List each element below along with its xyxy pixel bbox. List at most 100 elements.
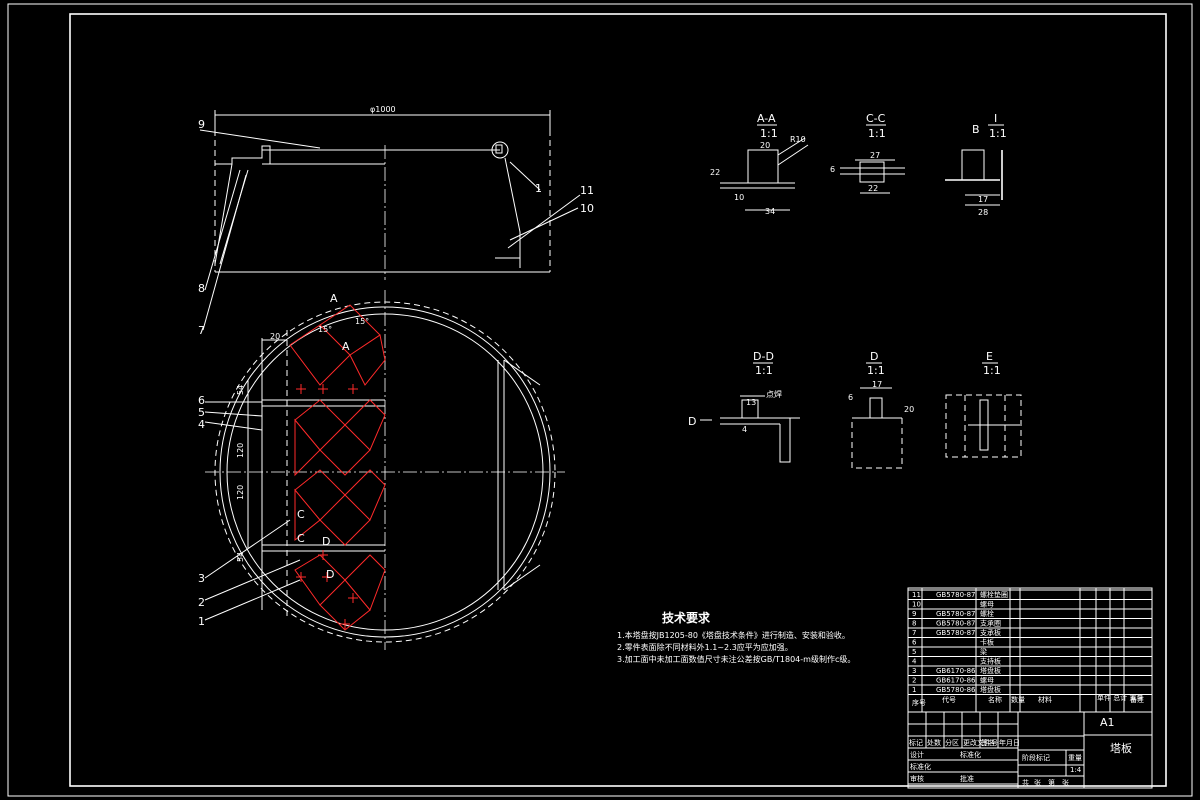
header-material: 材料 — [1038, 695, 1052, 704]
sign-label: 批准 — [960, 774, 974, 783]
section-view-d: D 1:1 17 20 6 — [848, 350, 914, 469]
angle-15-right: 15° — [355, 317, 369, 326]
part-row-no: 4 — [912, 658, 917, 666]
section-mark-a-bottom: A — [342, 340, 350, 353]
dim-20: 20 — [270, 332, 280, 341]
part-row-name: 支承圈 — [980, 619, 1001, 628]
technical-requirements: 技术要求 1.本塔盘按JB1205-80《塔盘技术条件》进行制造、安装和验收。 … — [617, 610, 855, 664]
aa-dim-10: 10 — [734, 193, 744, 202]
part-row-no: 2 — [912, 677, 916, 685]
dim-120-b: 120 — [236, 485, 245, 500]
part-label-1-top: 1 — [535, 182, 542, 195]
dd-dim-13: 13 — [746, 398, 756, 407]
part-row-no: 9 — [912, 610, 916, 618]
drawing-scale: 1:4 — [1070, 766, 1082, 774]
sign-label: 分区 — [945, 738, 959, 747]
stage-label-sheets: 张 — [1034, 778, 1041, 787]
aa-dim-r10: R10 — [790, 135, 806, 144]
elevation-view: φ1000 9 8 7 1 11 10 — [198, 105, 594, 337]
sign-label: 年月日 — [999, 738, 1020, 747]
view-aa-scale: 1:1 — [760, 127, 778, 140]
dim-120-a: 120 — [236, 443, 245, 458]
sheet-outer-border — [7, 3, 1193, 797]
view-dd-title: D-D — [753, 350, 774, 363]
sign-label: 审核 — [910, 774, 924, 783]
part-row-code: GB5780-87 — [936, 629, 975, 637]
part-row-name: 塔盘板 — [980, 685, 1001, 694]
stage-label-no: 第 — [1048, 778, 1055, 787]
part-row-no: 10 — [912, 601, 921, 609]
dim-54-top: 54 — [236, 385, 245, 395]
part-row-no: 5 — [912, 648, 916, 656]
detail-view-b: B I 1:1 17 28 — [945, 112, 1007, 217]
stage-label-sheet: 张 — [1062, 778, 1069, 787]
view-b-scale: 1:1 — [989, 127, 1007, 140]
part-row-no: 11 — [912, 591, 921, 599]
part-row-name: 螺母 — [980, 676, 994, 685]
dim-diameter: φ1000 — [370, 105, 396, 114]
view-b-title: B — [972, 123, 980, 136]
section-mark-a-top: A — [330, 292, 338, 305]
drawing-name: 塔板 — [1110, 741, 1132, 755]
sheet-format: A1 — [1100, 716, 1115, 729]
part-row: 6 卡板 — [912, 638, 994, 647]
part-label-5: 5 — [198, 406, 205, 419]
part-row-no: 6 — [912, 639, 917, 647]
cc-dim-22: 22 — [868, 184, 878, 193]
d-dim-6: 6 — [848, 393, 853, 402]
section-mark-c-bottom: C — [297, 532, 305, 545]
part-row-code: GB5780-87 — [936, 610, 975, 618]
part-label-3: 3 — [198, 572, 205, 585]
part-label-6: 6 — [198, 394, 205, 407]
stage-label-total: 共 — [1022, 778, 1029, 787]
part-row-code: GB5780-87 — [936, 620, 975, 628]
section-mark-c-top: C — [297, 508, 305, 521]
part-row-name: 梁 — [980, 647, 987, 656]
d-dim-20: 20 — [904, 405, 914, 414]
header-qty: 数量 — [1011, 695, 1025, 704]
view-e-title: E — [986, 350, 993, 363]
part-row: 11 GB5780-87 螺栓垫圈 — [912, 590, 1008, 599]
view-dd-marker: D — [688, 415, 696, 428]
sign-label: 设计 — [910, 750, 924, 759]
sign-label: 处数 — [927, 738, 941, 747]
weld-note: 点焊 — [766, 389, 782, 399]
signature-grid: 标记处数分区更改文件号签名年月日设计标准化审核标准化批准 — [908, 712, 1020, 785]
view-e-scale: 1:1 — [983, 364, 1001, 377]
part-row-no: 1 — [912, 686, 916, 694]
view-d-scale: 1:1 — [867, 364, 885, 377]
stage-label-weight: 重量 — [1068, 754, 1082, 762]
part-row-name: 卡板 — [980, 638, 994, 647]
sign-label: 标记 — [909, 738, 923, 747]
part-label-4: 4 — [198, 418, 205, 431]
header-weight: 单件 总计 重量 — [1097, 693, 1143, 702]
header-no: 序号 — [912, 698, 926, 707]
view-dd-scale: 1:1 — [755, 364, 773, 377]
part-label-11: 11 — [580, 184, 594, 197]
plan-view: 20 54 120 120 54 15° 15° A A C C D D 6 5… — [198, 290, 565, 650]
cc-dim-27: 27 — [870, 151, 880, 160]
tech-req-line-1: 1.本塔盘按JB1205-80《塔盘技术条件》进行制造、安装和验收。 — [617, 630, 850, 640]
aa-dim-22: 22 — [710, 168, 720, 177]
part-label-7: 7 — [198, 324, 205, 337]
sign-label: 标准化 — [960, 750, 981, 759]
view-cc-title: C-C — [866, 112, 886, 125]
part-row-no: 7 — [912, 629, 916, 637]
part-row-name: 支持板 — [980, 657, 1001, 666]
part-row-name: 螺栓垫圈 — [980, 590, 1008, 599]
section-mark-d-top: D — [322, 535, 330, 548]
part-row-code: GB5780-87 — [936, 591, 975, 599]
title-block-row-lines — [908, 589, 1152, 695]
section-view-dd: D-D 1:1 D 13 4 点焊 — [688, 350, 800, 463]
part-row-code: GB6170-86 — [936, 677, 976, 685]
part-row-name: 支承板 — [980, 628, 1001, 637]
sieve-tray-hatch — [289, 304, 386, 631]
